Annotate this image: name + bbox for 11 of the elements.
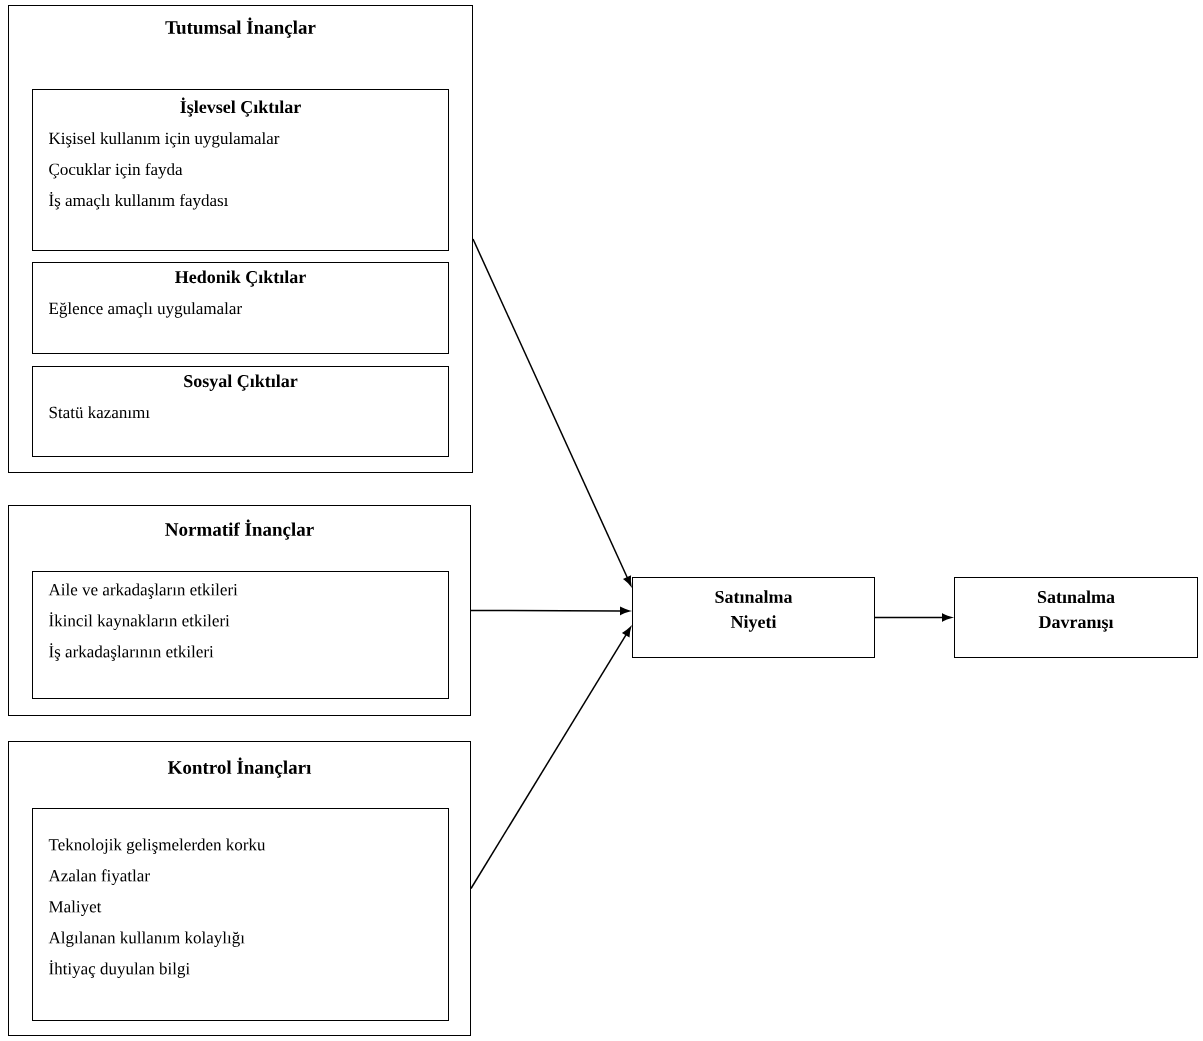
arrow: [472, 238, 632, 586]
category-box: Sosyal Çıktılar Statü kazanımı: [32, 366, 449, 457]
category-box: Hedonik Çıktılar Eğlence amaçlı uygulamalar: [32, 262, 449, 354]
category-box: İşlevsel Çıktılar Kişisel kullanım için uygulamalar Çocuklar için fayda İş amaçlı kullanım faydası: [32, 89, 449, 251]
arrow: [470, 626, 632, 890]
arrow: [470, 607, 630, 615]
arrow: [874, 613, 952, 622]
item-list-box: Teknolojik gelişmelerden korku Azalan fiyatlar Maliyet Algılanan kullanım kolaylığı İhtiyaç duyulan bilgi: [32, 808, 449, 1021]
concept-box: Satınalma Niyeti: [632, 577, 875, 658]
item-list-box: Aile ve arkadaşların etkileri İkincil kaynakların etkileri İş arkadaşlarının etkileri: [32, 571, 449, 699]
concept-box: Satınalma Davranışı: [954, 577, 1198, 658]
